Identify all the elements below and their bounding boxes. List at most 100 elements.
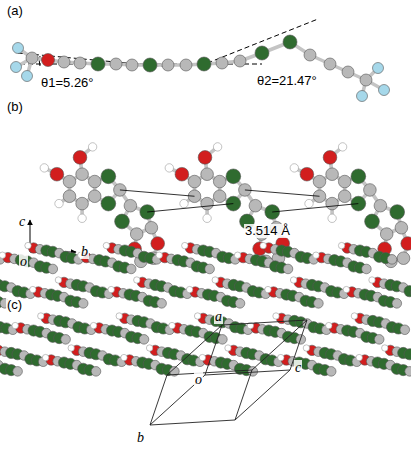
atom [88, 190, 101, 203]
atom [25, 242, 31, 248]
atom [143, 58, 157, 72]
atom [115, 214, 130, 229]
atom [42, 54, 55, 67]
atom [338, 143, 346, 151]
atom [213, 190, 226, 203]
unit-cell-edge [167, 370, 252, 375]
atom [234, 252, 240, 258]
atom [169, 322, 175, 328]
atom [253, 242, 267, 256]
atom [283, 264, 293, 274]
atom [255, 46, 269, 60]
contact-line [245, 190, 320, 196]
atom [116, 313, 122, 319]
atom [88, 175, 101, 188]
atom [373, 63, 384, 74]
atom [91, 57, 105, 71]
atom [78, 299, 88, 309]
atom [290, 164, 298, 172]
atom [74, 57, 86, 69]
atom [12, 322, 18, 328]
atom [300, 167, 314, 181]
atom [382, 345, 388, 351]
unit-cell-edge [205, 325, 222, 375]
atom [13, 367, 23, 377]
atom [313, 252, 319, 258]
atom [68, 345, 74, 351]
atom [362, 264, 372, 274]
atom [188, 175, 201, 188]
atom [76, 168, 89, 181]
unit-cell-edge [235, 370, 290, 420]
atom [326, 168, 339, 181]
atom [249, 199, 262, 212]
atom [404, 286, 411, 297]
atom [157, 299, 167, 309]
axis-label: b [80, 244, 89, 259]
atom [273, 313, 279, 319]
atom [139, 335, 149, 345]
atom [55, 199, 63, 207]
contact-line [147, 204, 233, 212]
atom [225, 345, 231, 351]
atom [226, 169, 241, 184]
atom [400, 325, 410, 335]
atom [338, 242, 344, 248]
atom [364, 184, 377, 197]
atom [283, 35, 297, 49]
atom [342, 66, 354, 78]
atom [126, 59, 138, 71]
atom [22, 71, 33, 82]
atom [374, 335, 384, 345]
atom [351, 169, 366, 184]
atom [326, 322, 332, 328]
atom [369, 277, 375, 283]
atom [126, 264, 136, 274]
atom [63, 175, 76, 188]
atom [197, 57, 211, 71]
atom [404, 349, 411, 360]
atom [357, 91, 368, 102]
atom [198, 151, 212, 165]
measurement-label: 3.514 Å [244, 224, 291, 238]
unit-cell-edge [222, 320, 307, 325]
atom [108, 286, 114, 292]
atom [76, 197, 89, 210]
atom [213, 143, 221, 151]
atom [410, 287, 411, 298]
atom [216, 57, 228, 69]
side-view-molecule [11, 19, 390, 102]
atom [73, 151, 87, 165]
atom [323, 151, 337, 165]
atom [186, 286, 192, 292]
atom [379, 85, 390, 96]
atom [338, 175, 351, 188]
atom [26, 52, 38, 64]
atom [194, 313, 200, 319]
atom [110, 58, 122, 70]
atom [40, 164, 48, 172]
atom [343, 286, 349, 292]
atom [212, 277, 218, 283]
atom [326, 367, 336, 377]
atom [305, 199, 313, 207]
axis-label: b [136, 430, 145, 445]
atom [313, 175, 326, 188]
atom [203, 214, 211, 222]
atom [38, 313, 44, 319]
atom [146, 345, 152, 351]
atom [324, 58, 336, 70]
atom [63, 190, 76, 203]
atom [13, 43, 24, 54]
packing-diagram [0, 242, 411, 425]
atom [328, 214, 336, 222]
atom [134, 277, 140, 283]
atom [395, 221, 408, 234]
atom [30, 286, 36, 292]
atom [88, 143, 96, 151]
atom [162, 59, 174, 71]
unit-cell-edge [167, 325, 222, 375]
atom [165, 164, 173, 172]
atom [235, 299, 245, 309]
